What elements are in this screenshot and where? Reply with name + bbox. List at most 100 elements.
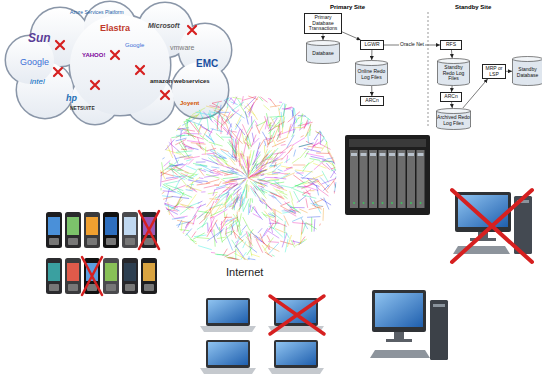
graph-link — [262, 171, 276, 175]
graph-link — [166, 209, 178, 215]
graph-link — [307, 178, 319, 188]
graph-link — [322, 163, 330, 169]
phone-keys — [144, 284, 154, 291]
graph-link — [313, 180, 317, 182]
text-group: Archived Redo Log Files — [437, 115, 470, 127]
graph-link — [211, 230, 217, 243]
edge-label: Oracle Net — [399, 42, 425, 48]
graph-link — [243, 217, 250, 231]
graph-link — [160, 163, 172, 173]
graph-link — [225, 179, 240, 182]
graph-link — [173, 175, 186, 180]
graph-link — [252, 133, 254, 142]
graph-link — [207, 194, 217, 207]
text-group: Standby Database — [513, 67, 542, 79]
graph-link — [302, 223, 306, 234]
graph-link — [269, 223, 274, 230]
graph-link — [270, 165, 277, 167]
graph-link — [225, 183, 237, 185]
laptop-base — [200, 368, 256, 374]
graph-link — [264, 238, 273, 251]
graph-link — [239, 158, 242, 169]
graph-link — [236, 124, 245, 135]
graph-link — [171, 185, 186, 191]
graph-link — [244, 199, 250, 211]
graph-link — [200, 125, 210, 132]
graph-link — [305, 151, 309, 157]
graph-link — [164, 203, 178, 208]
graph-link — [176, 125, 180, 131]
phone-body — [141, 258, 157, 294]
graph-link — [204, 175, 219, 177]
graph-link — [254, 186, 258, 191]
graph-link — [186, 160, 191, 162]
graph-link — [244, 141, 250, 146]
graph-link — [275, 184, 285, 189]
logo-text: Sun — [28, 32, 51, 45]
graph-link — [214, 187, 226, 190]
graph-link — [203, 112, 213, 123]
node-text: Database — [312, 51, 333, 57]
graph-link — [162, 192, 165, 194]
flow-arrow — [506, 71, 512, 72]
graph-link — [250, 150, 254, 165]
graph-link — [287, 235, 291, 247]
graph-link — [314, 219, 316, 231]
graph-link — [242, 164, 248, 177]
graph-link — [276, 190, 284, 193]
graph-link — [210, 110, 211, 120]
cylinder-top — [307, 41, 340, 46]
graph-link — [299, 209, 307, 213]
cloud — [6, 2, 231, 124]
graph-link — [181, 205, 190, 210]
phone-body — [46, 212, 62, 248]
phone-keys — [106, 238, 116, 245]
node-text: LGWR — [365, 42, 380, 48]
graph-link — [262, 228, 268, 238]
graph-link — [211, 129, 223, 132]
graph-link — [235, 114, 241, 127]
laptop-screen — [208, 300, 248, 323]
phone-screen — [48, 263, 60, 281]
graph-link — [229, 183, 235, 185]
graph-link — [284, 196, 288, 199]
graph-link — [226, 195, 238, 207]
graph-link — [220, 149, 229, 152]
graph-link — [207, 148, 217, 151]
graph-link — [233, 188, 242, 196]
graph-link — [258, 186, 264, 188]
graph-link — [232, 240, 239, 251]
graph-link — [213, 102, 219, 118]
node-text: Online Redo Log Files — [356, 69, 387, 81]
graph-link — [249, 198, 250, 207]
graph-link — [176, 138, 187, 141]
graph-link — [239, 190, 245, 201]
graph-link — [198, 137, 202, 149]
graph-link — [188, 159, 194, 165]
phone-screen — [124, 263, 136, 281]
graph-link — [287, 126, 290, 138]
graph-link — [223, 184, 238, 192]
graph-link — [188, 175, 194, 176]
graph-link — [177, 163, 187, 171]
graph-link — [265, 252, 272, 257]
graph-link — [261, 175, 265, 176]
graph-link — [243, 166, 248, 176]
graph-link — [287, 155, 288, 163]
graph-link — [247, 120, 255, 134]
graph-link — [186, 166, 197, 171]
graph-link — [285, 108, 293, 110]
graph-link — [283, 104, 286, 117]
graph-link — [292, 108, 294, 118]
graph-link — [187, 141, 204, 143]
graph-link — [269, 126, 280, 127]
flow-arrow — [342, 32, 361, 40]
red-cross — [139, 211, 159, 249]
graph-link — [237, 140, 238, 144]
graph-link — [253, 155, 260, 165]
laptop-screen — [276, 342, 316, 365]
graph-link — [235, 241, 238, 248]
database-cylinder: Standby Redo Log Files — [437, 58, 470, 86]
graph-link — [199, 213, 204, 217]
graph-link — [272, 164, 281, 172]
